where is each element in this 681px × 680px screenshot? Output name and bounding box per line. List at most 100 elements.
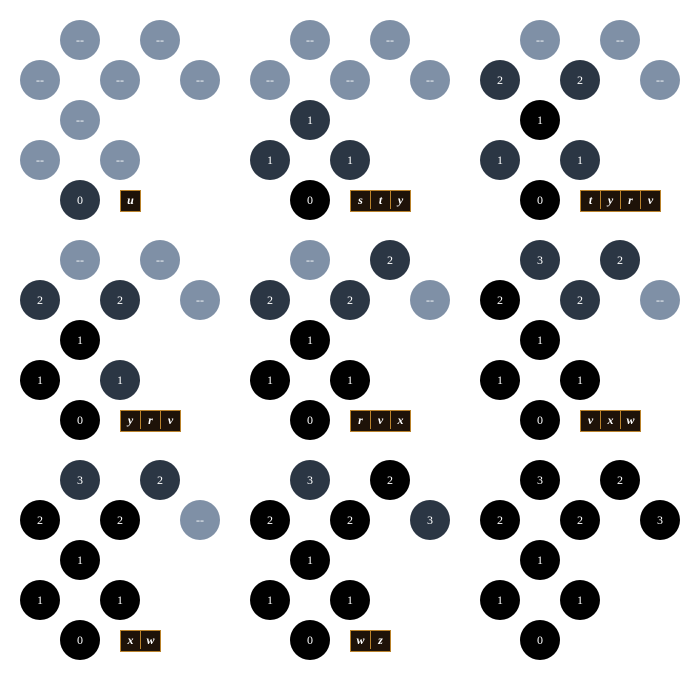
queue-cell: x	[121, 631, 141, 649]
graph-node-h: 1	[100, 360, 140, 400]
graph-node-b: --	[140, 240, 180, 280]
queue-cell: y	[601, 191, 621, 209]
queue-cell: u	[127, 192, 134, 207]
graph-node-e: --	[410, 280, 450, 320]
graph-node-g: 1	[480, 360, 520, 400]
graph-node-i: 0	[60, 400, 100, 440]
graph-node-a: --	[290, 20, 330, 60]
graph-node-i: 0	[60, 180, 100, 220]
queue-cell: v	[371, 411, 391, 429]
graph-node-f: 1	[520, 320, 560, 360]
graph-node-g: 1	[250, 140, 290, 180]
graph-node-c: 2	[20, 280, 60, 320]
queue: u	[120, 190, 141, 212]
graph-node-d: 2	[330, 280, 370, 320]
graph-node-d: 2	[560, 500, 600, 540]
graph-node-g: 1	[20, 360, 60, 400]
graph-node-e: 3	[640, 500, 680, 540]
graph-node-b: 2	[370, 460, 410, 500]
graph-node-f: 1	[520, 100, 560, 140]
graph-node-e: --	[180, 500, 220, 540]
queue-cell: t	[371, 191, 391, 209]
graph-node-a: --	[60, 20, 100, 60]
queue-cell: w	[351, 631, 371, 649]
graph-node-b: 2	[600, 460, 640, 500]
graph-node-d: 2	[560, 280, 600, 320]
graph-node-g: --	[20, 140, 60, 180]
queue-cell: x	[397, 412, 404, 427]
graph-node-c: 2	[480, 60, 520, 100]
graph-node-g: 1	[20, 580, 60, 620]
graph-node-a: 3	[520, 240, 560, 280]
graph-node-h: --	[100, 140, 140, 180]
graph-node-a: 3	[60, 460, 100, 500]
graph-node-h: 1	[100, 580, 140, 620]
graph-node-c: 2	[480, 500, 520, 540]
queue-cell: r	[621, 191, 641, 209]
graph-node-a: --	[60, 240, 100, 280]
graph-node-e: --	[180, 280, 220, 320]
graph-node-d: 2	[100, 280, 140, 320]
graph-node-h: 1	[560, 360, 600, 400]
graph-node-h: 1	[330, 360, 370, 400]
queue-cell: w	[626, 412, 635, 427]
graph-node-h: 1	[560, 140, 600, 180]
graph-node-d: 2	[100, 500, 140, 540]
graph-node-h: 1	[330, 140, 370, 180]
graph-node-e: --	[410, 60, 450, 100]
graph-node-e: --	[640, 280, 680, 320]
graph-node-a: --	[290, 240, 330, 280]
graph-node-f: 1	[290, 320, 330, 360]
graph-node-c: 2	[250, 280, 290, 320]
queue-cell: x	[601, 411, 621, 429]
graph-node-b: --	[370, 20, 410, 60]
graph-node-g: 1	[480, 580, 520, 620]
queue-cell: r	[351, 411, 371, 429]
graph-node-d: 2	[560, 60, 600, 100]
queue-cell: y	[121, 411, 141, 429]
graph-node-b: --	[140, 20, 180, 60]
graph-node-h: 1	[330, 580, 370, 620]
graph-node-c: 2	[20, 500, 60, 540]
graph-node-f: 1	[520, 540, 560, 580]
graph-node-h: 1	[560, 580, 600, 620]
queue-cell: s	[351, 191, 371, 209]
graph-node-i: 0	[520, 620, 560, 660]
queue-cell: w	[146, 632, 155, 647]
graph-node-d: 2	[330, 500, 370, 540]
graph-node-a: --	[520, 20, 560, 60]
graph-node-i: 0	[290, 180, 330, 220]
graph-node-a: 3	[290, 460, 330, 500]
graph-node-c: --	[250, 60, 290, 100]
queue-cell: v	[647, 192, 654, 207]
queue-cell: y	[397, 192, 404, 207]
queue-cell: v	[167, 412, 174, 427]
graph-node-b: 2	[600, 240, 640, 280]
graph-node-i: 0	[60, 620, 100, 660]
graph-node-d: --	[100, 60, 140, 100]
graph-node-c: 2	[480, 280, 520, 320]
queue-cell: r	[141, 411, 161, 429]
graph-node-a: 3	[520, 460, 560, 500]
graph-node-i: 0	[520, 180, 560, 220]
graph-node-e: --	[640, 60, 680, 100]
graph-node-g: 1	[250, 580, 290, 620]
graph-node-e: 3	[410, 500, 450, 540]
graph-node-f: 1	[60, 320, 100, 360]
graph-node-b: 2	[140, 460, 180, 500]
graph-node-d: --	[330, 60, 370, 100]
